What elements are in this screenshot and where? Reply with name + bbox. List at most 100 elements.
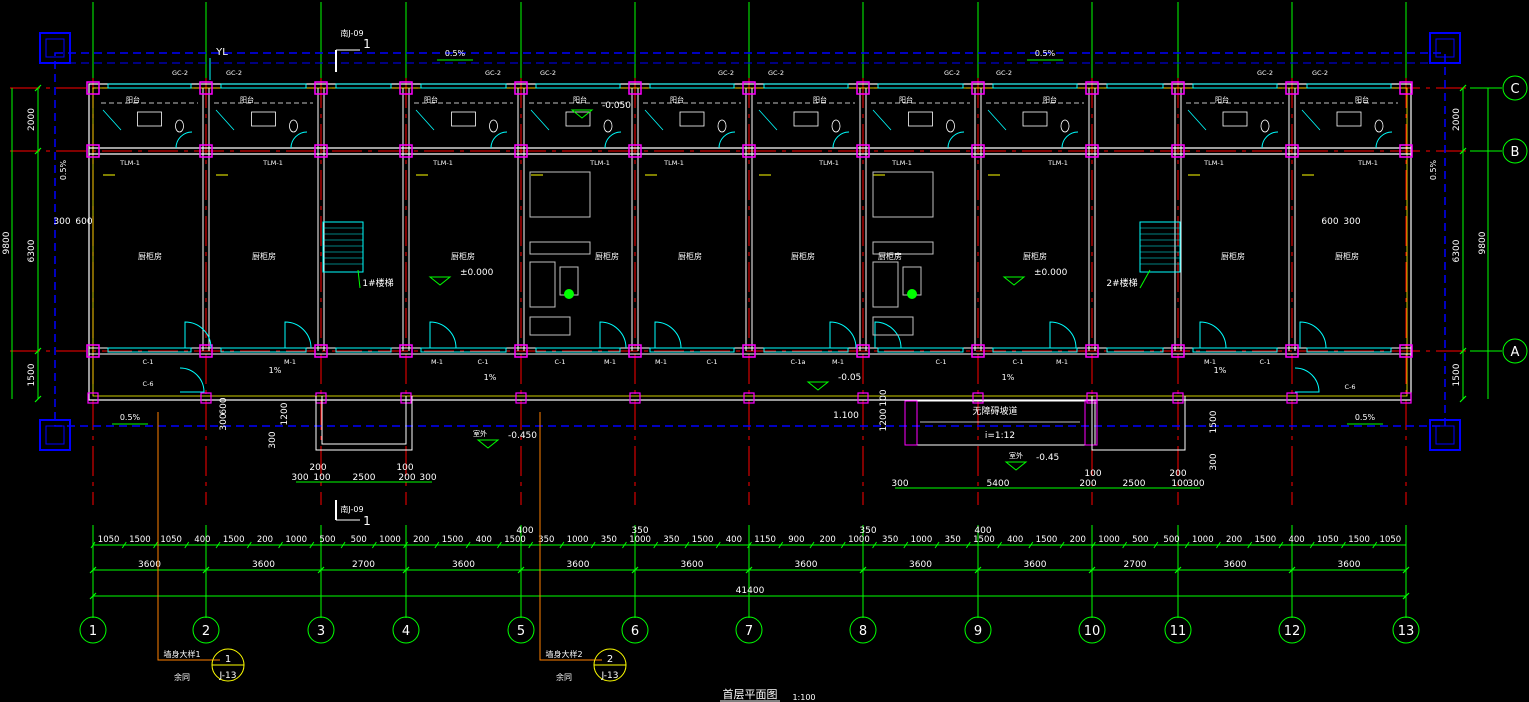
desk <box>529 316 571 336</box>
slope-label: 1% <box>484 373 497 382</box>
detail-dimension-tick <box>90 541 96 549</box>
bay-dimension-label: 3600 <box>567 560 590 570</box>
corner-column-inner <box>1435 38 1455 58</box>
detail-dimension-label: 400 <box>1288 535 1304 545</box>
bay-dimension-tick <box>745 566 753 574</box>
elevation-label: -0.450 <box>508 431 537 441</box>
detail-dimension-tick <box>1153 541 1159 549</box>
bay-dimension-tick <box>859 566 867 574</box>
structural-column <box>399 344 413 358</box>
canopy-outline <box>39 32 1461 451</box>
bay-dimension-tick <box>1288 566 1296 574</box>
toilet-fixture <box>289 119 298 133</box>
bay-dimension-label: 2700 <box>352 560 375 570</box>
axis-bubble-label: 12 <box>1284 624 1301 639</box>
furniture-set <box>529 171 591 336</box>
elevation-label-symbol <box>806 381 830 391</box>
toilet-fixture <box>717 119 727 133</box>
bay-dimension-tick <box>1174 566 1182 574</box>
balcony-drain <box>758 109 778 131</box>
bay-dimension-tick <box>631 566 639 574</box>
detail-dimension-tick <box>1122 541 1128 549</box>
detail-dimension-label: 1000 <box>567 535 589 545</box>
detail-dimension-tick <box>1216 541 1221 549</box>
detail-dimension-label: 200 <box>820 535 836 545</box>
structural-column <box>971 144 985 158</box>
structural-column <box>857 392 869 404</box>
window-code-label: M-1 <box>1204 358 1216 366</box>
axis-bubble-label: 9 <box>974 624 982 639</box>
detail-dimension-tick <box>778 541 784 549</box>
detail-dimension-label: 1000 <box>1192 535 1214 545</box>
stair-1-leader <box>357 269 361 289</box>
structural-column <box>514 81 528 95</box>
window-code-label: TLM-1 <box>1203 159 1224 167</box>
axis-bubble-circle <box>1164 616 1192 644</box>
structural-column <box>199 344 213 358</box>
wall-detail-ref-2-number: 2 <box>607 654 613 665</box>
window-code-label: GC-2 <box>1257 69 1273 77</box>
misc-dimension-label: 600 <box>75 217 92 227</box>
axis-bubble-circle <box>507 616 535 644</box>
toilet-fixture <box>1060 119 1070 133</box>
detail-dimension-tick <box>1184 541 1190 549</box>
detail-dimension-tick <box>590 541 596 549</box>
structural-column <box>1400 392 1412 404</box>
door-swing <box>604 131 622 149</box>
detail-dimension-extra: 350 <box>859 526 876 536</box>
outdoor-label: 室外 <box>1009 451 1023 460</box>
detail-dimension-tick <box>1059 541 1065 549</box>
detail-dimension-tick <box>528 541 534 549</box>
detail-dimension-label: 1500 <box>1348 535 1370 545</box>
room-label: 厨柜房 <box>1023 251 1047 261</box>
stair-symbol <box>322 221 364 273</box>
section-ref-bottom: 南J-09 <box>340 504 363 514</box>
detail-dimension-label: 400 <box>194 535 210 545</box>
structural-column <box>86 344 100 358</box>
detail-dimension-tick <box>559 541 565 549</box>
detail-dimension-tick <box>1341 541 1346 549</box>
door-swing <box>1261 131 1279 149</box>
window-code-label: C-1 <box>1012 358 1023 366</box>
structural-column <box>1171 144 1185 158</box>
bay-dimension-label: 3600 <box>1338 560 1361 570</box>
elevation-label-symbol <box>476 439 500 449</box>
detail-dimension-label: 1500 <box>129 535 151 545</box>
misc-dimension-label: 300 <box>219 413 229 430</box>
detail-dimension-label: 1050 <box>160 535 182 545</box>
door-swing <box>832 131 850 149</box>
cabinet <box>529 241 591 255</box>
wall-detail-ref-1-number: 1 <box>225 654 231 665</box>
window-glazing <box>220 347 307 353</box>
ramp-rail <box>904 400 918 446</box>
axis-bubble-label: 3 <box>317 624 325 639</box>
right-total-label: 9800 <box>1478 231 1488 254</box>
slope-label: 0.5% <box>120 413 141 422</box>
stair-symbol <box>1139 221 1181 273</box>
axis-bubble-circle <box>1502 338 1528 364</box>
left-dimension-tick <box>34 84 42 92</box>
outdoor-label: 室外 <box>473 429 487 438</box>
axis-bubble-3: 3 <box>307 616 335 644</box>
axis-bubble-label: A <box>1511 345 1520 360</box>
detail-dimension-tick <box>1028 541 1034 549</box>
balcony-label: 阳台 <box>573 95 587 104</box>
entry-right-dim-label: 300 <box>1187 479 1204 489</box>
detail-dimension-tick <box>747 541 752 549</box>
elevation-label: ±0.000 <box>460 268 494 278</box>
window-code-label: TLM-1 <box>818 159 839 167</box>
window-glazing <box>1106 347 1164 353</box>
axis-bubble-5: 5 <box>507 616 535 644</box>
entry-right-dim-label: 200 <box>1079 479 1096 489</box>
desk <box>872 316 914 336</box>
slope-label: 0.5% <box>59 159 68 180</box>
wall-detail-ref-2-ref: 余同 <box>556 672 572 682</box>
detail-dimension-label: 1000 <box>1098 535 1120 545</box>
structural-column <box>972 392 984 404</box>
misc-dimension-label: 600 <box>1321 217 1338 227</box>
bath-fixture <box>1222 111 1248 127</box>
structural-column <box>856 344 870 358</box>
bay-dimension-tick <box>974 566 982 574</box>
window-code-label: GC-2 <box>768 69 784 77</box>
detail-dimension-label: 1500 <box>692 535 714 545</box>
